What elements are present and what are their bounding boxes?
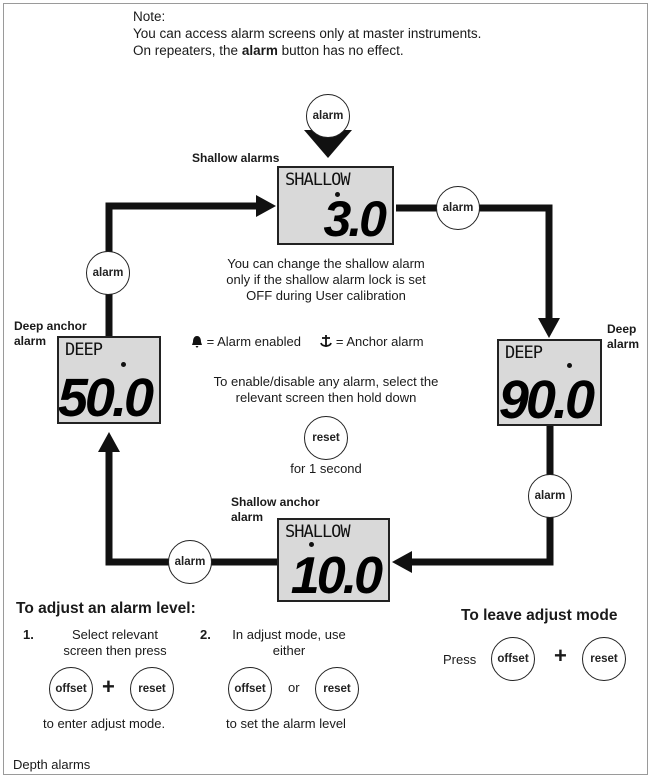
deep-anchor-screen-value: 50.0	[57, 368, 154, 424]
shallow-alarm-screen: SHALLOW 3.0	[277, 166, 394, 245]
bell-icon	[192, 336, 202, 348]
shallow-screen-mode: SHALLOW	[285, 170, 351, 190]
arrow-shallow-anchor-to-deep-anchor	[105, 448, 277, 566]
note-block: Note: You can access alarm screens only …	[133, 8, 481, 59]
anchor-icon	[320, 335, 333, 347]
arrow-deep-to-shallow-anchor	[408, 418, 554, 566]
figure-caption: Depth alarms	[13, 757, 91, 772]
alarm-button-bottom-left[interactable]: alarm	[168, 540, 212, 584]
shallow-lock-note: You can change the shallow alarm only if…	[226, 256, 426, 303]
offset-button-leave[interactable]: offset	[491, 637, 535, 681]
shallow-alarms-label: Shallow alarms	[192, 151, 280, 165]
anchor-indicator	[309, 542, 314, 547]
deep-screen-value: 90.0	[498, 370, 595, 426]
alarm-button-right-top[interactable]: alarm	[436, 186, 480, 230]
reset-button-step2[interactable]: reset	[315, 667, 359, 711]
deep-alarm-screen: DEEP 90.0	[497, 339, 602, 426]
offset-button-step2[interactable]: offset	[228, 667, 272, 711]
step2-text: In adjust mode, use either	[232, 627, 346, 658]
reset-button-step1[interactable]: reset	[130, 667, 174, 711]
plus-sign-leave: +	[554, 643, 567, 668]
enable-disable-instructions: To enable/disable any alarm, select the …	[213, 374, 439, 405]
alarm-enabled-indicator	[335, 192, 340, 197]
plus-sign-step1: +	[102, 674, 115, 699]
step2-caption: to set the alarm level	[226, 716, 346, 731]
alarm-enabled-indicator	[567, 363, 572, 368]
note-line2: On repeaters, the alarm button has no ef…	[133, 43, 404, 58]
step1-number: 1.	[23, 627, 34, 642]
legend-anchor-alarm: = Anchor alarm	[335, 334, 424, 349]
step1-text: Select relevant screen then press	[63, 627, 167, 658]
step2-number: 2.	[200, 627, 211, 642]
legend-alarm-enabled: = Alarm enabled	[206, 334, 301, 349]
hold-duration-text: for 1 second	[290, 461, 362, 476]
offset-button-step1[interactable]: offset	[49, 667, 93, 711]
reset-button-center[interactable]: reset	[304, 416, 348, 460]
leave-press-text: Press	[443, 652, 477, 667]
alarm-button-top[interactable]: alarm	[306, 94, 350, 138]
shallow-anchor-label: Shallow anchor alarm	[231, 495, 320, 524]
shallow-anchor-alarm-screen: SHALLOW 10.0	[277, 518, 390, 602]
anchor-indicator	[121, 362, 126, 367]
deep-alarm-label: Deep alarm	[607, 322, 640, 351]
leave-heading: To leave adjust mode	[461, 607, 618, 624]
alarm-button-left[interactable]: alarm	[86, 251, 130, 295]
reset-button-leave[interactable]: reset	[582, 637, 626, 681]
shallow-anchor-screen-value: 10.0	[290, 547, 383, 602]
or-text: or	[288, 680, 300, 695]
alarm-button-right-bottom[interactable]: alarm	[528, 474, 572, 518]
step1-caption: to enter adjust mode.	[43, 716, 166, 731]
diagram-frame	[3, 3, 648, 775]
deep-anchor-label: Deep anchor alarm	[14, 319, 87, 348]
deep-anchor-screen-mode: DEEP	[65, 340, 103, 360]
shallow-anchor-screen-mode: SHALLOW	[285, 522, 351, 542]
legend: = Alarm enabled = Anchor alarm	[191, 334, 424, 349]
note-title: Note:	[133, 9, 166, 24]
shallow-screen-value: 3.0	[323, 191, 386, 245]
note-line1: You can access alarm screens only at mas…	[133, 26, 482, 41]
adjust-heading: To adjust an alarm level:	[16, 600, 196, 617]
deep-anchor-alarm-screen: DEEP 50.0	[57, 336, 161, 424]
down-arrow-top	[304, 130, 352, 158]
deep-screen-mode: DEEP	[505, 343, 543, 363]
